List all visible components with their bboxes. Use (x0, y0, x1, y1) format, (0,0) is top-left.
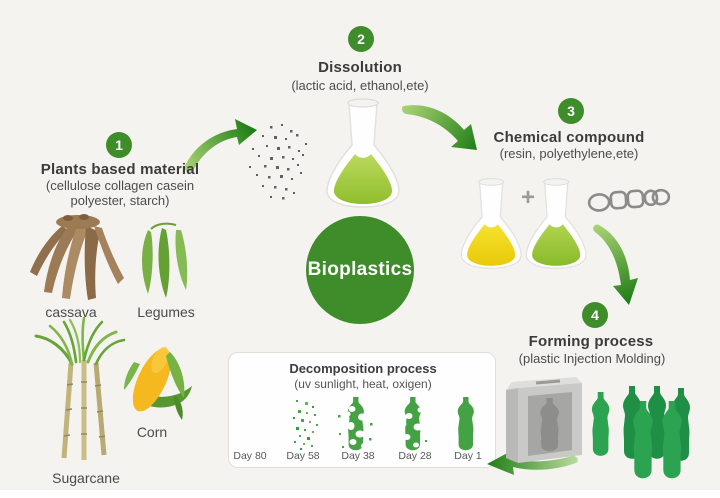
decomposition-bottle-day28-icon (401, 397, 427, 451)
step-3-title: Chemical compound (493, 129, 645, 146)
day-1-label: Day 1 (454, 450, 482, 462)
sugarcane-label: Sugarcane (52, 470, 120, 486)
injection-mold-icon (506, 377, 582, 463)
sugarcane-icon (34, 316, 126, 460)
yellow-flask-icon (460, 178, 522, 269)
corn-icon (124, 346, 192, 420)
step-1-badge: 1 (106, 132, 132, 158)
bottom-margin (0, 490, 720, 498)
step-2-badge: 2 (348, 26, 374, 52)
cassava-label: cassava (45, 304, 97, 320)
day-80-label: Day 80 (233, 450, 267, 462)
step-1-subtitle: (cellulose collagen casein polyester, st… (45, 178, 195, 209)
arrow-step1-to-step2-icon (184, 119, 257, 172)
decomposition-subtitle: (uv sunlight, heat, oxigen) (294, 377, 432, 391)
step-4-title: Forming process (528, 333, 654, 350)
step-2-subtitle: (lactic acid, ethanol,ete) (291, 78, 429, 93)
flask-icon (326, 98, 400, 208)
green-flask-icon (525, 178, 587, 269)
day-28-label: Day 28 (398, 450, 432, 462)
particles-icon (249, 124, 307, 200)
decomposition-bottle-day1-icon (457, 397, 474, 451)
cassava-icon (30, 214, 124, 300)
arrow-step2-to-step3-icon (401, 105, 477, 150)
step-4-subtitle: (plastic Injection Molding) (518, 351, 666, 366)
step-1-title: Plants based material (40, 161, 200, 178)
plus-sign: + (520, 184, 535, 211)
polymer-chain-icon (587, 188, 671, 212)
step-3-badge: 3 (558, 98, 584, 124)
legumes-label: Legumes (137, 304, 195, 320)
day-38-label: Day 38 (341, 450, 375, 462)
step-4-badge: 4 (582, 302, 608, 328)
corn-label: Corn (136, 424, 168, 440)
step-3-subtitle: (resin, polyethylene,ete) (499, 146, 639, 161)
decomposition-title: Decomposition process (289, 361, 437, 376)
day-58-label: Day 58 (286, 450, 320, 462)
decomposition-fragments-day58-icon (293, 400, 318, 450)
step-2-title: Dissolution (318, 59, 402, 76)
bioplastics-label: Bioplastics (306, 216, 414, 324)
bottles-icon (591, 386, 690, 479)
legumes-icon (142, 222, 188, 298)
arrow-step3-to-step4-icon (593, 224, 638, 305)
decomposition-bottle-day38-icon (338, 397, 373, 451)
